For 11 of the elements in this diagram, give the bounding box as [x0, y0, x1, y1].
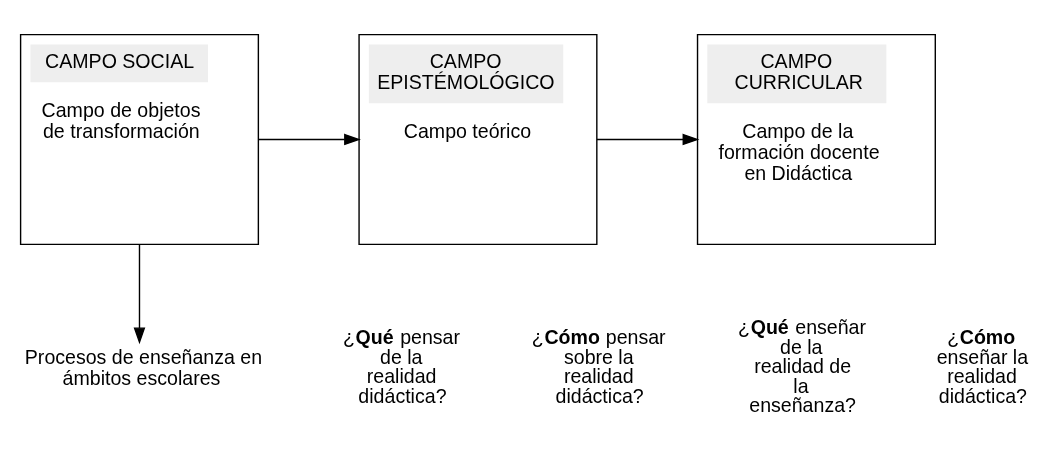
node-box: CAMPO EPISTÉMOLÓGICO Campo teórico — [358, 33, 598, 246]
label: ¿Cómo enseñar la realidad didáctica? — [936, 325, 1029, 407]
arrow — [596, 133, 700, 146]
arrow — [133, 244, 146, 345]
label: ¿Qué pensar de la realidad didáctica? — [342, 325, 461, 407]
label: ¿Qué enseñar de la realidad de la enseñanza? — [738, 316, 867, 417]
label: ¿Cómo pensar sobre la realidad didáctica? — [531, 325, 666, 407]
node-box: CAMPO SOCIAL Campo de objetos de transformación — [19, 33, 260, 246]
node-box: CAMPO CURRICULAR Campo de la formación docente en Didáctica — [696, 33, 936, 246]
arrow — [257, 133, 361, 146]
node-text: Procesos de enseñanza en ámbitos escolares — [24, 345, 263, 389]
